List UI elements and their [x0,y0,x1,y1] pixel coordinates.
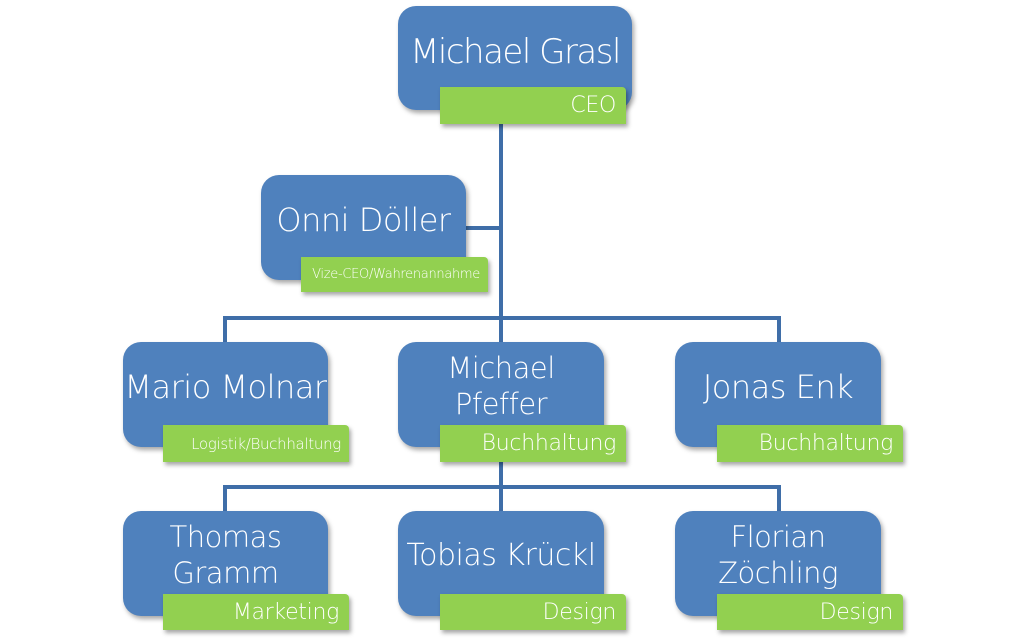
node-name: Mario Molnar [124,368,327,406]
node-role-tag: Buchhaltung [440,425,626,462]
connector-row2-right [777,316,781,344]
node-role-tag: CEO [440,87,626,124]
node-role: Marketing [232,599,339,625]
node-name: Michael Pfeffer [447,351,555,421]
node-name: Tobias Krückl [406,538,596,573]
connector-row3-right [777,485,781,513]
connector-assistant [464,226,501,230]
node-role-tag: Marketing [163,594,349,630]
node-role-tag: Vize-CEO/Wahrenannahme [301,257,488,292]
connector-row3-left [223,485,227,513]
node-role: CEO [570,93,616,118]
node-role: Buchhaltung [481,431,617,456]
node-name: Jonas Enk [702,368,854,406]
node-role-tag: Logistik/Buchhaltung [163,425,349,462]
node-name: Michael Grasl [410,32,621,72]
node-role: Design [819,599,894,625]
connector-row2-left [223,316,227,344]
node-name: Onni Döller [276,201,451,239]
node-role: Design [542,599,617,625]
node-role: Logistik/Buchhaltung [191,434,341,453]
node-name: Florian Zöchling [718,520,838,590]
node-name: Thomas Gramm [169,520,282,590]
connector-row3-horizontal [223,485,781,489]
connector-row2-horizontal [223,316,781,320]
node-name-box: Onni Döller [261,175,466,280]
connector-main-vertical [499,118,503,513]
node-role-tag: Buchhaltung [717,425,903,462]
node-role: Vize-CEO/Wahrenannahme [312,267,480,282]
node-role-tag: Design [717,594,903,630]
node-role-tag: Design [440,594,626,630]
node-role: Buchhaltung [758,431,894,456]
